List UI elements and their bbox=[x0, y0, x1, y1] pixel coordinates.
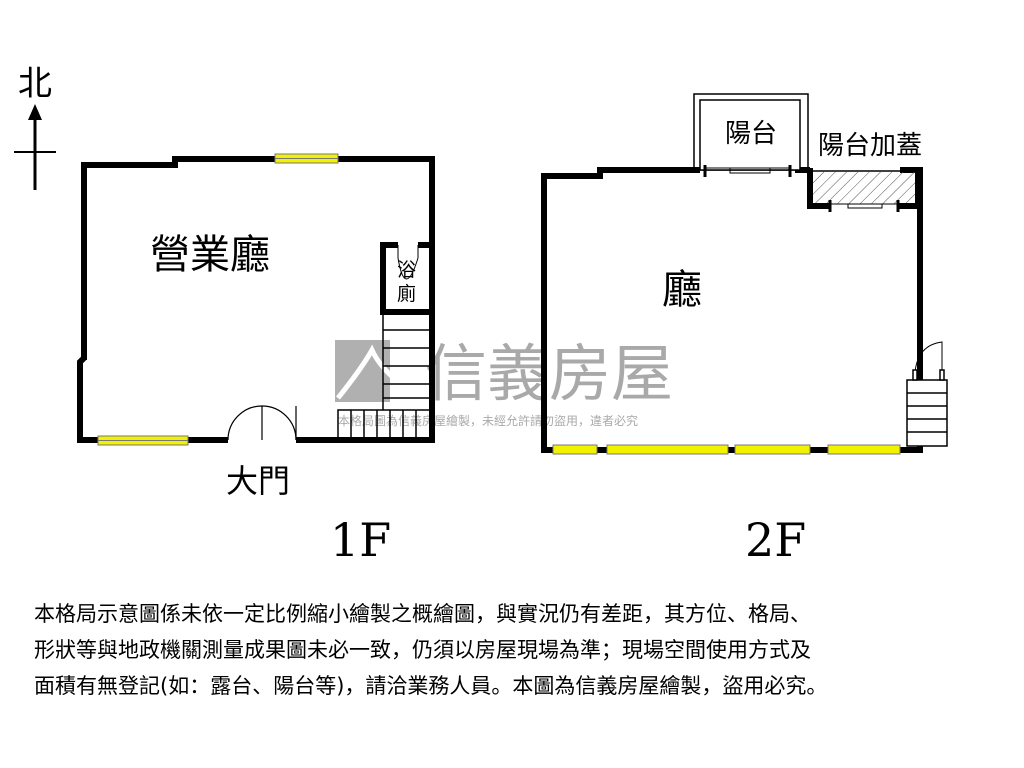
window bbox=[552, 444, 598, 455]
window bbox=[606, 444, 729, 455]
watermark: 信義房屋 本格局圖為信義房屋繪製，未經允許請勿盜用，違者必究 bbox=[335, 337, 673, 428]
disclaimer-line: 形狀等與地政機關測量成果圖未必一致，仍須以房屋現場為準；現場空間使用方式及 bbox=[34, 638, 811, 662]
room-label-balcony-extension: 陽台加蓋 bbox=[818, 131, 922, 161]
floor-label-2f: 2F bbox=[745, 513, 806, 567]
window bbox=[734, 444, 811, 455]
room-label-business-hall: 營業廳 bbox=[150, 232, 270, 278]
room-label-hall: 廳 bbox=[662, 267, 702, 313]
room-label-toilet: 廁 bbox=[397, 282, 416, 305]
room-label-balcony: 陽台 bbox=[725, 119, 777, 149]
floor-2f bbox=[541, 93, 948, 455]
floor-label-1f: 1F bbox=[330, 513, 391, 567]
main-door bbox=[227, 405, 297, 441]
disclaimer-line: 本格局示意圖係未依一定比例縮小繪製之概繪圖，與實況仍有差距，其方位、格局、 bbox=[34, 602, 811, 626]
stairs bbox=[337, 312, 433, 441]
disclaimer-line: 面積有無登記(如：露台、陽台等)，請洽業務人員。本圖為信義房屋繪製，盜用必究。 bbox=[34, 674, 828, 698]
disclaimer: 本格局示意圖係未依一定比例縮小繪製之概繪圖，與實況仍有差距，其方位、格局、 形狀… bbox=[34, 596, 1014, 704]
entrance-label: 大門 bbox=[226, 462, 290, 500]
north-arrow-icon: 北 bbox=[14, 64, 56, 190]
stairs bbox=[906, 341, 948, 447]
watermark-brand: 信義房屋 bbox=[425, 337, 673, 410]
room-label-bath: 浴 bbox=[397, 259, 416, 281]
watermark-notice: 本格局圖為信義房屋繪製，未經允許請勿盜用，違者必究 bbox=[338, 413, 638, 428]
window bbox=[827, 444, 901, 455]
floor-1f bbox=[77, 153, 435, 446]
north-label: 北 bbox=[18, 64, 52, 104]
